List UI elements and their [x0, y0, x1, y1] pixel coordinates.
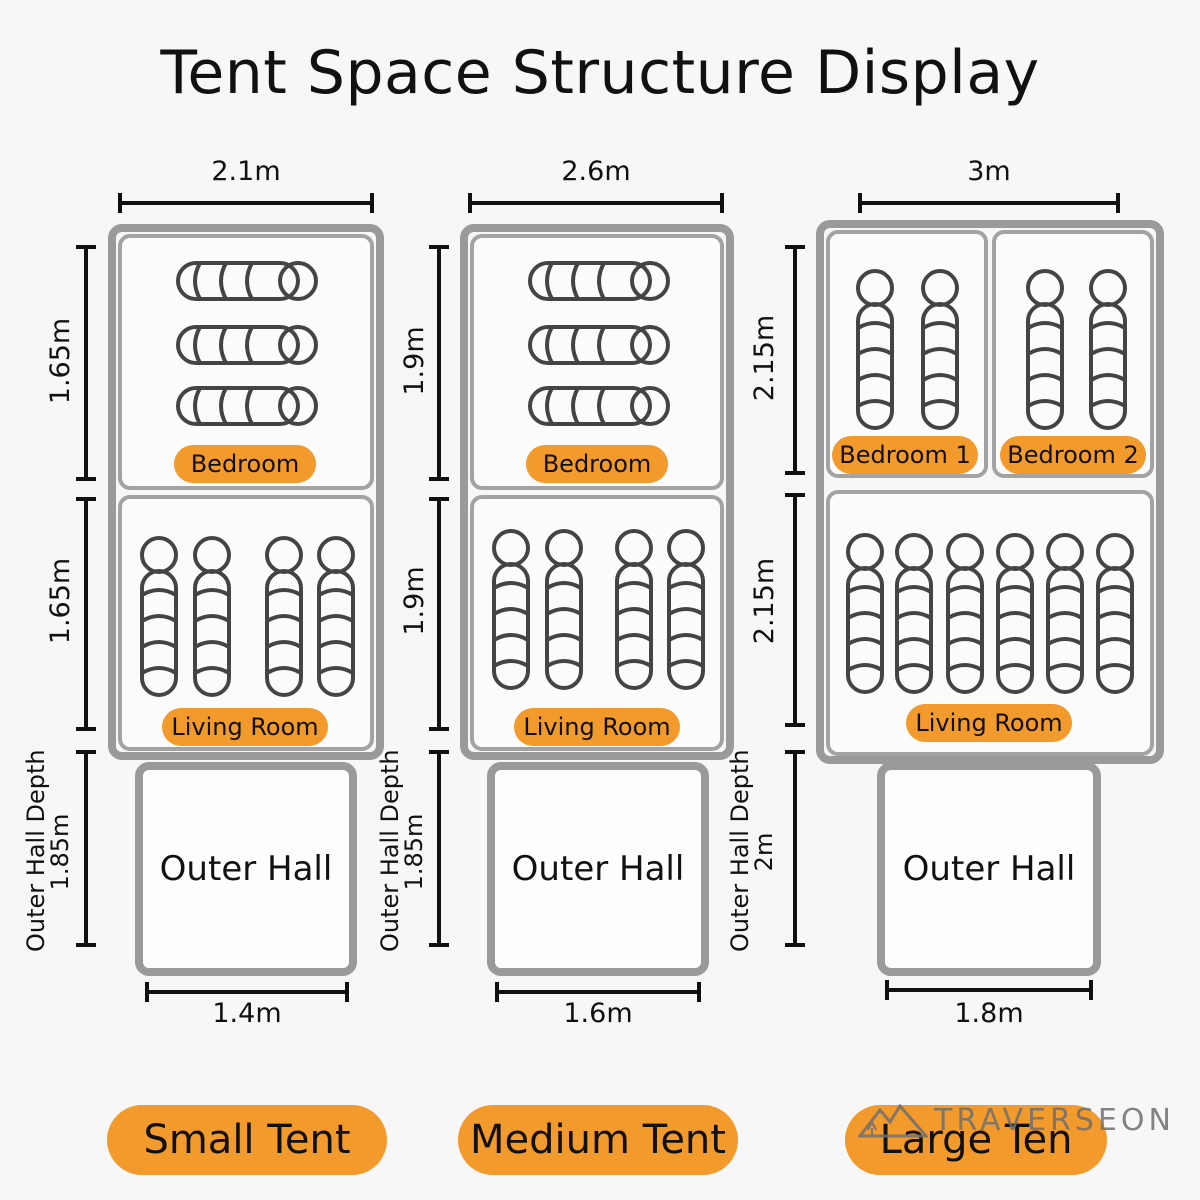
sleeping-bag-icon: [1026, 269, 1064, 430]
tent-width-bar: [468, 193, 724, 213]
sleeping-bag-icon: [846, 533, 884, 694]
sleeping-bag-icon: [176, 261, 318, 301]
sleeping-bag-icon: [895, 533, 933, 694]
sleeping-bag-icon: [528, 325, 670, 365]
watermark-text: TRAVERSEON: [934, 1102, 1175, 1138]
sleeping-bag-icon: [176, 325, 318, 365]
sleeping-bag-icon: [317, 536, 355, 697]
outer-hall: Outer Hall: [877, 762, 1101, 976]
sleeping-bag-icon: [615, 529, 653, 690]
outer-hall: Outer Hall: [135, 762, 357, 976]
outer-hall-label: Outer Hall: [159, 849, 333, 889]
sleeping-bag-icon: [1096, 533, 1134, 694]
tent-width-label: 2.6m: [561, 156, 631, 187]
tent-width-bar: [118, 193, 374, 213]
sleeping-bag-icon: [1089, 269, 1127, 430]
sleeping-bag-icon: [1046, 533, 1084, 694]
bedroom-2-label: Bedroom 2: [1000, 436, 1146, 474]
sleeping-bag-icon: [921, 269, 959, 430]
hall-width-label: 1.8m: [954, 998, 1024, 1029]
large-tent-label: Large Ten: [845, 1105, 1107, 1175]
sleeping-bag-icon: [856, 269, 894, 430]
tent-width-label: 2.1m: [211, 156, 281, 187]
hall-width-bar: [495, 982, 701, 1002]
living-room-label: Living Room: [514, 708, 680, 746]
sleeping-bag-icon: [545, 529, 583, 690]
living-depth-bar: [785, 493, 805, 727]
sleeping-bag-icon: [667, 529, 705, 690]
sleeping-bag-icon: [996, 533, 1034, 694]
living-depth-bar: [429, 497, 449, 731]
bedroom-depth-bar: [76, 245, 96, 481]
tent-width-label: 3m: [967, 156, 1011, 187]
living-room-label: Living Room: [162, 708, 328, 746]
bedroom-1-label: Bedroom 1: [832, 436, 978, 474]
brand-watermark: TRAVERSEON: [858, 1100, 1175, 1140]
bedroom-depth-bar: [429, 245, 449, 481]
hall-width-bar: [885, 980, 1093, 1000]
hall-depth-bar: [785, 750, 805, 947]
sleeping-bag-icon: [140, 536, 178, 697]
outer-hall: Outer Hall: [487, 762, 709, 976]
bedroom-label: Bedroom: [174, 445, 316, 483]
sleeping-bag-icon: [176, 386, 318, 426]
page-title: Tent Space Structure Display: [160, 38, 1040, 108]
sleeping-bag-icon: [492, 529, 530, 690]
hall-depth-bar: [429, 750, 449, 947]
bedroom-label: Bedroom: [526, 445, 668, 483]
sleeping-bag-icon: [265, 536, 303, 697]
outer-hall-label: Outer Hall: [902, 849, 1076, 889]
living-room-label: Living Room: [906, 704, 1072, 742]
hall-depth-bar: [76, 750, 96, 947]
tent-width-bar: [858, 193, 1120, 213]
medium-tent-label: Medium Tent: [458, 1105, 738, 1175]
hall-width-label: 1.4m: [212, 998, 282, 1029]
sleeping-bag-icon: [528, 261, 670, 301]
bedroom-depth-bar: [785, 245, 805, 475]
hall-width-label: 1.6m: [563, 998, 633, 1029]
sleeping-bag-icon: [946, 533, 984, 694]
sleeping-bag-icon: [528, 386, 670, 426]
small-tent-label: Small Tent: [107, 1105, 387, 1175]
living-depth-bar: [76, 497, 96, 731]
outer-hall-label: Outer Hall: [511, 849, 685, 889]
hall-width-bar: [145, 982, 349, 1002]
mountain-tree-logo-icon: [858, 1103, 928, 1138]
sleeping-bag-icon: [193, 536, 231, 697]
